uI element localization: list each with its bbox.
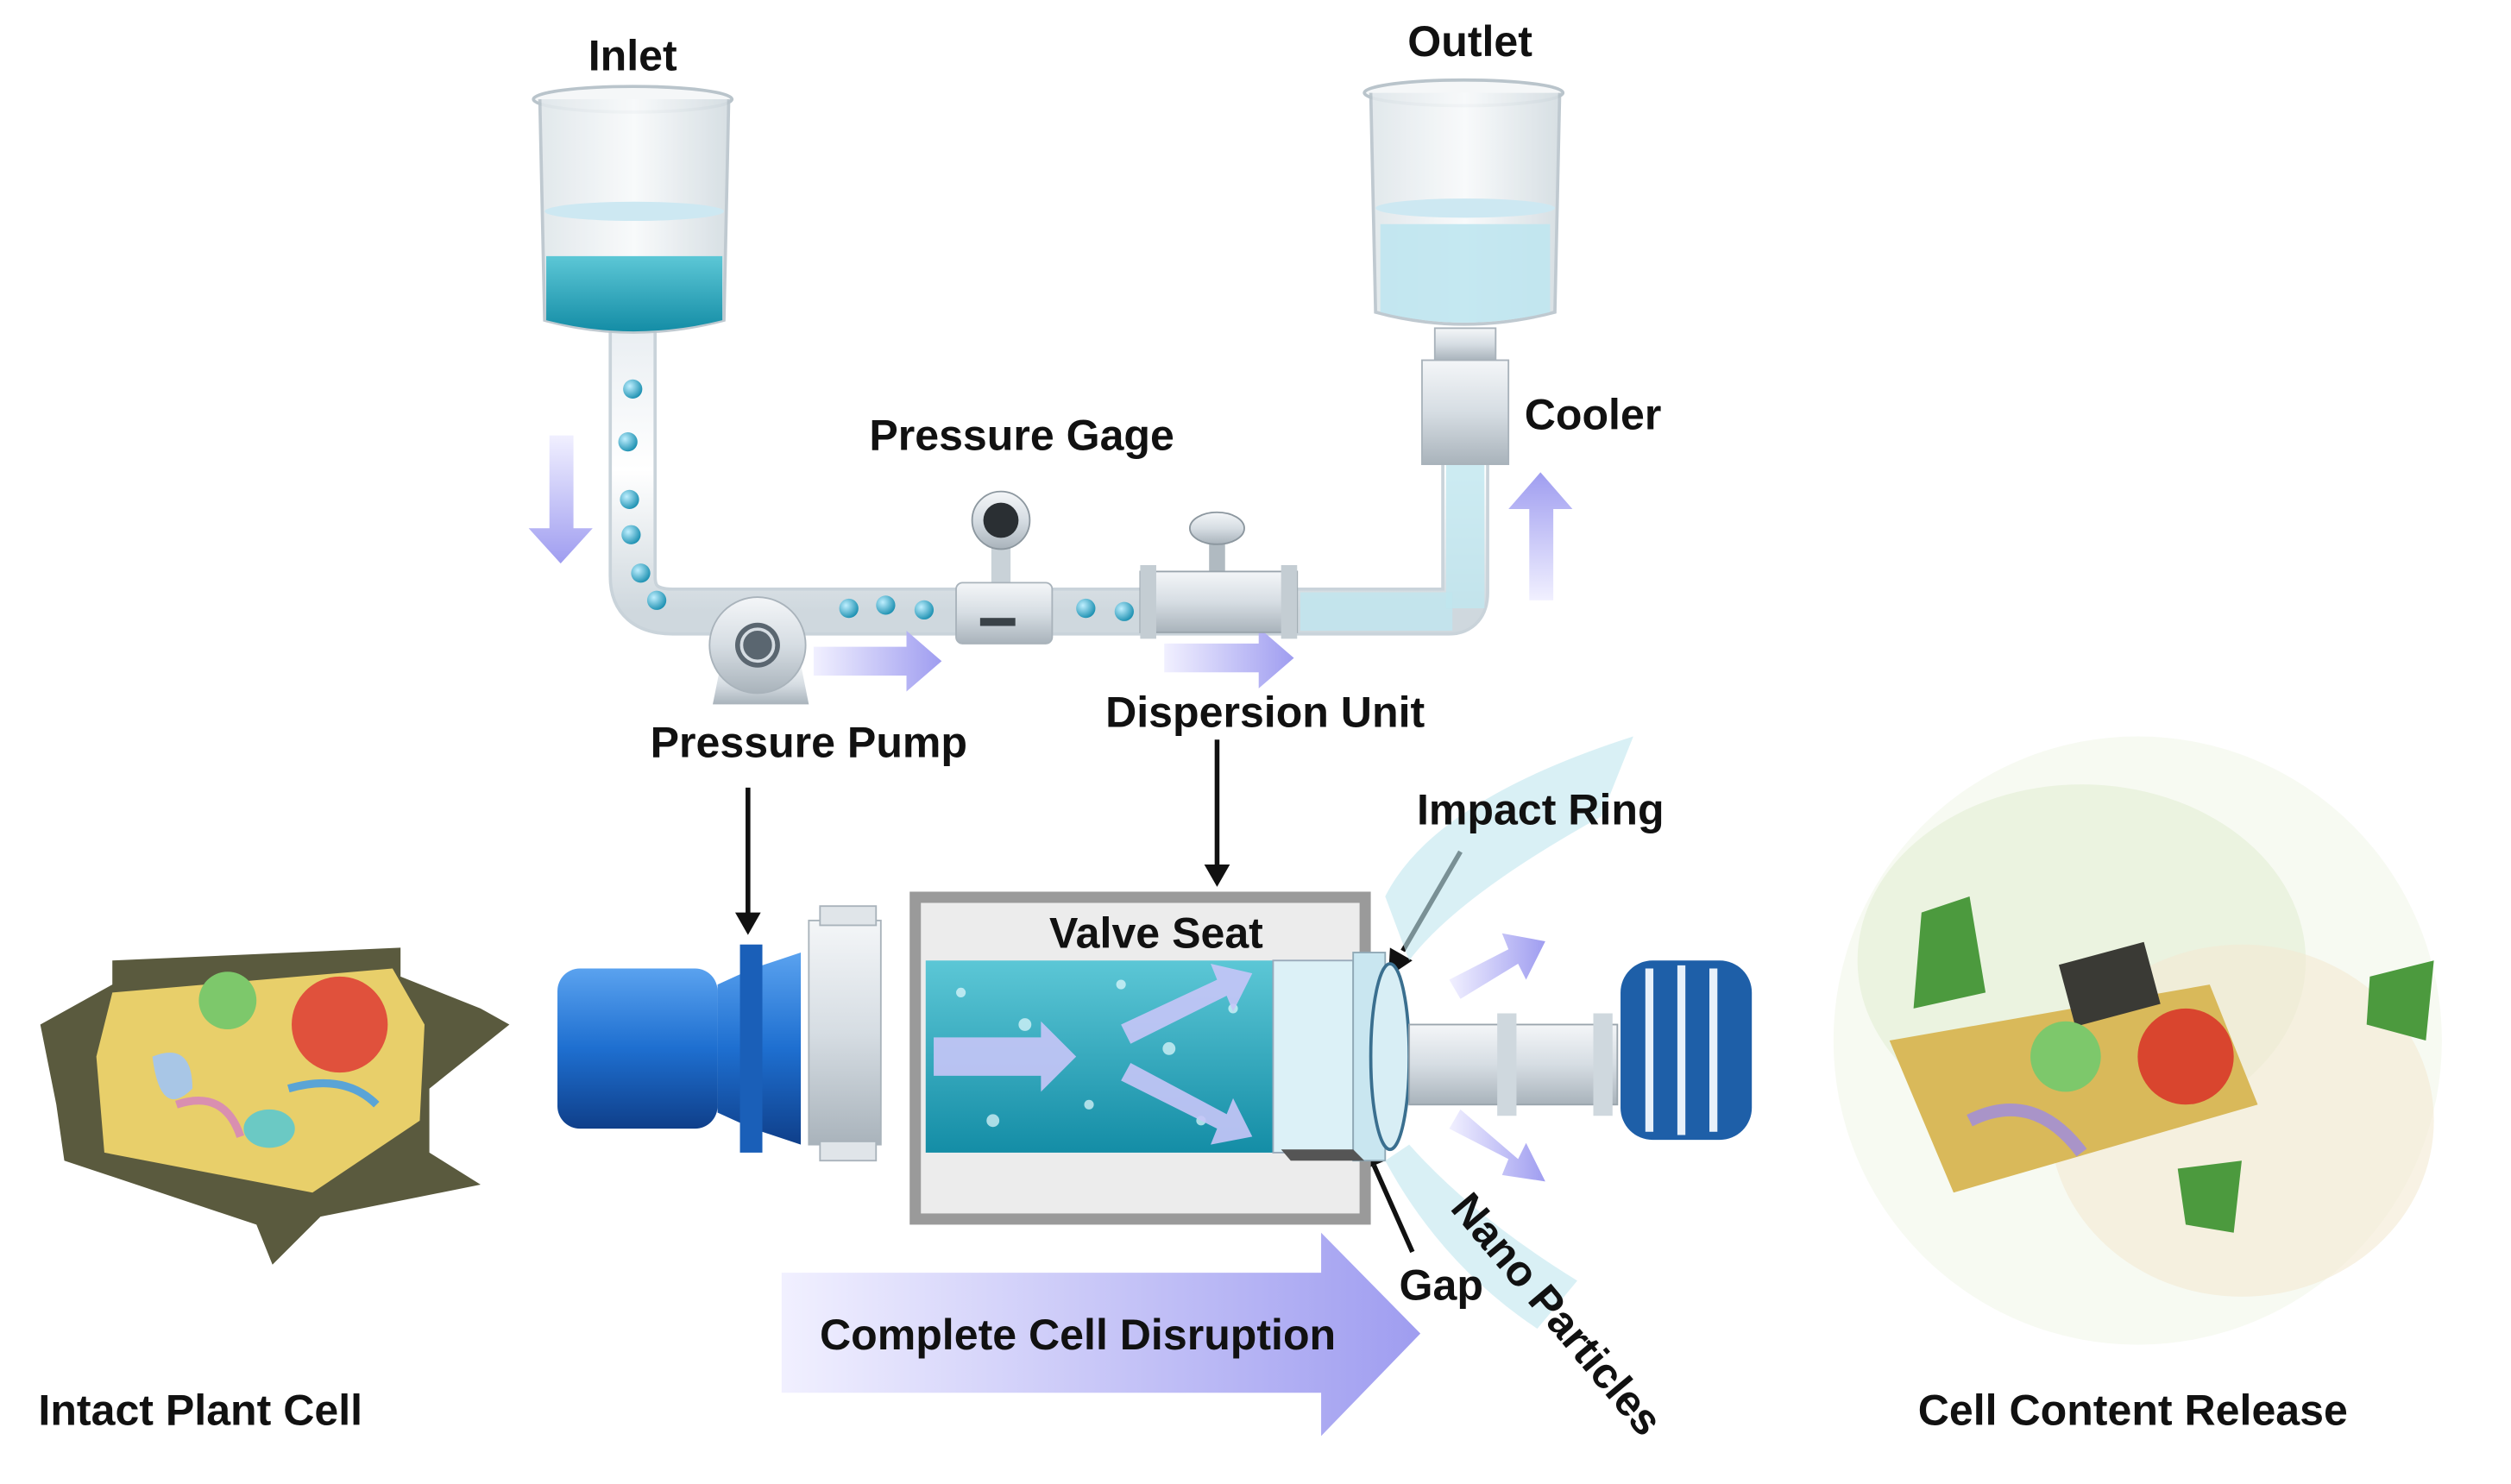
valve-seat-label: Valve Seat	[1049, 909, 1263, 957]
inlet-beaker	[532, 85, 734, 334]
intact-plant-cell-label: Intact Plant Cell	[38, 1386, 362, 1434]
dispersion-unit	[1139, 511, 1299, 639]
flow-arrow-right	[1164, 627, 1294, 689]
gap-label: Gap	[1400, 1261, 1483, 1310]
pressure-pump-label: Pressure Pump	[651, 719, 967, 767]
cooler-label: Cooler	[1525, 390, 1662, 438]
dispersion-unit-label: Dispersion Unit	[1105, 688, 1425, 736]
flow-arrow-right	[813, 631, 942, 692]
cell-disruption-arrow	[781, 1232, 1421, 1437]
complete-cell-disruption-label: Complete Cell Disruption	[820, 1311, 1336, 1359]
outlet-beaker	[1362, 78, 1565, 326]
nano-particles-label: Nano Particles	[1442, 1184, 1672, 1445]
pressure-gage-label: Pressure Gage	[869, 411, 1174, 459]
outlet-label: Outlet	[1407, 17, 1532, 66]
cooler	[1421, 327, 1510, 466]
inlet-label: Inlet	[588, 32, 677, 80]
cell-content-release-label: Cell Content Release	[1918, 1386, 2348, 1434]
flow-arrow-down	[528, 435, 593, 564]
motor	[557, 905, 882, 1162]
intact-plant-cell-illustration	[40, 947, 510, 1265]
cell-content-release-illustration	[1833, 736, 2442, 1345]
homogenizing-valve-housing	[909, 891, 1387, 1225]
pressure-gage	[955, 490, 1054, 645]
flow-arrow-up	[1508, 472, 1573, 601]
impact-ring-assembly	[1369, 736, 1753, 1330]
pressure-pump	[708, 596, 809, 705]
impact-ring-label: Impact Ring	[1417, 786, 1665, 834]
fluid-droplets	[618, 379, 1134, 621]
pipe-system	[608, 328, 1489, 636]
